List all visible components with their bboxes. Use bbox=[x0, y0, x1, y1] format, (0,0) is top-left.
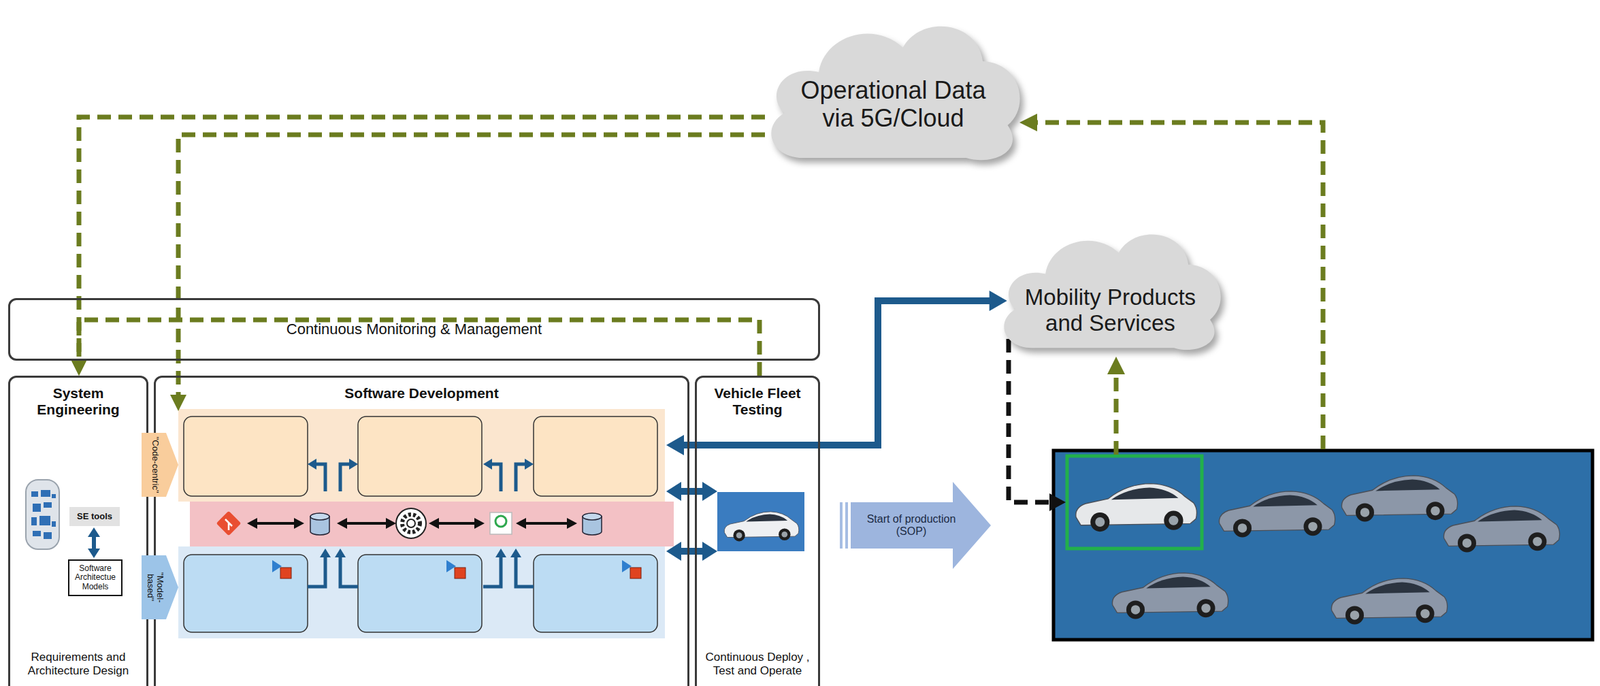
test-car-image bbox=[717, 492, 805, 552]
sop-head bbox=[952, 481, 991, 569]
node-label: "Code-centric" bbox=[150, 436, 160, 494]
node-caption: Continuous Deploy , Test and Operate bbox=[696, 650, 819, 678]
node-label: Continuous Monitoring & Management bbox=[286, 320, 542, 338]
cloud-node: Mobility Products and Services bbox=[990, 216, 1231, 358]
code-band bbox=[178, 409, 665, 502]
toolchain-icons bbox=[216, 508, 602, 539]
text-holder: "Code-centric" bbox=[141, 432, 169, 497]
node-label: Software Development bbox=[217, 385, 627, 402]
node-label: Start of production (SOP) bbox=[853, 513, 970, 539]
connector-line bbox=[678, 547, 706, 555]
connector bbox=[70, 319, 760, 376]
node-label: Vehicle Fleet Testing bbox=[699, 385, 816, 418]
connector-line bbox=[78, 117, 765, 363]
text-holder: Operational Data via 5G/Cloud bbox=[755, 76, 1032, 133]
phase-box: Software Development"Code-centric""Model… bbox=[153, 375, 690, 686]
arrow-head bbox=[666, 434, 684, 456]
approach-tag: "Model-based" bbox=[141, 555, 179, 620]
node-label: "Model-based" bbox=[145, 558, 166, 616]
sop-bar bbox=[845, 502, 848, 549]
approach-tag: "Code-centric" bbox=[141, 432, 179, 497]
text-holder: Continuous Deploy , Test and Operate bbox=[694, 650, 821, 678]
text-holder: Start of production (SOP) bbox=[853, 502, 970, 549]
connector bbox=[666, 290, 1008, 456]
node-label: Mobility Products and Services bbox=[1013, 284, 1208, 337]
phase-box: System EngineeringRequirements and Archi… bbox=[8, 375, 149, 686]
sop-arrow: Start of production (SOP) bbox=[839, 481, 991, 569]
text-holder: Software Development bbox=[153, 385, 690, 402]
arrow-head bbox=[70, 359, 88, 376]
text-holder: System Engineering bbox=[8, 385, 149, 418]
connector bbox=[70, 117, 765, 376]
arrow-head bbox=[666, 481, 682, 501]
node-label: SE tools bbox=[71, 511, 118, 522]
vehicle-fleet bbox=[1053, 450, 1593, 640]
handover-heads bbox=[307, 458, 534, 558]
data-flow-lines bbox=[1008, 113, 1324, 512]
arrow-head bbox=[70, 359, 88, 376]
vehicle-architecture-icon bbox=[25, 479, 60, 550]
sop-bar bbox=[839, 502, 843, 549]
node-label: System Engineering bbox=[20, 385, 137, 418]
connector bbox=[666, 481, 718, 501]
tool-box: SE tools bbox=[69, 507, 120, 527]
text-holder: Mobility Products and Services bbox=[990, 284, 1231, 337]
text-holder: "Model-based" bbox=[141, 555, 169, 620]
model-band bbox=[178, 546, 665, 639]
node-label: Operational Data via 5G/Cloud bbox=[787, 76, 1000, 133]
toolchain-band bbox=[189, 501, 674, 547]
node-caption: Requirements and Architecture Design bbox=[11, 650, 145, 678]
arrow-head bbox=[170, 394, 187, 412]
arrow-head bbox=[666, 541, 682, 561]
arrow-head bbox=[989, 290, 1008, 312]
model-box: Software Architectue Models bbox=[68, 559, 123, 597]
connector-line bbox=[678, 487, 706, 495]
tag-outline bbox=[141, 555, 179, 620]
phase-box: Vehicle Fleet TestingContinuous Deploy ,… bbox=[694, 375, 821, 686]
arrow-head bbox=[702, 481, 718, 501]
tag-outline bbox=[141, 432, 179, 497]
cloud-outline bbox=[1003, 234, 1221, 350]
connector-line bbox=[178, 134, 765, 399]
monitoring-band: Continuous Monitoring & Management bbox=[8, 298, 821, 361]
text-holder: Requirements and Architecture Design bbox=[8, 650, 149, 678]
handover-arrows bbox=[307, 464, 534, 587]
node-label: Software Architectue Models bbox=[71, 564, 120, 592]
connector-line bbox=[680, 300, 993, 446]
text-holder: Vehicle Fleet Testing bbox=[694, 385, 821, 418]
connector bbox=[170, 134, 765, 412]
se-double-arrow bbox=[87, 527, 101, 559]
cloud-outline bbox=[771, 26, 1020, 160]
connector bbox=[666, 541, 718, 561]
connector-line bbox=[78, 319, 760, 376]
arrow-head bbox=[702, 541, 718, 561]
cloud-node: Operational Data via 5G/Cloud bbox=[755, 5, 1032, 169]
